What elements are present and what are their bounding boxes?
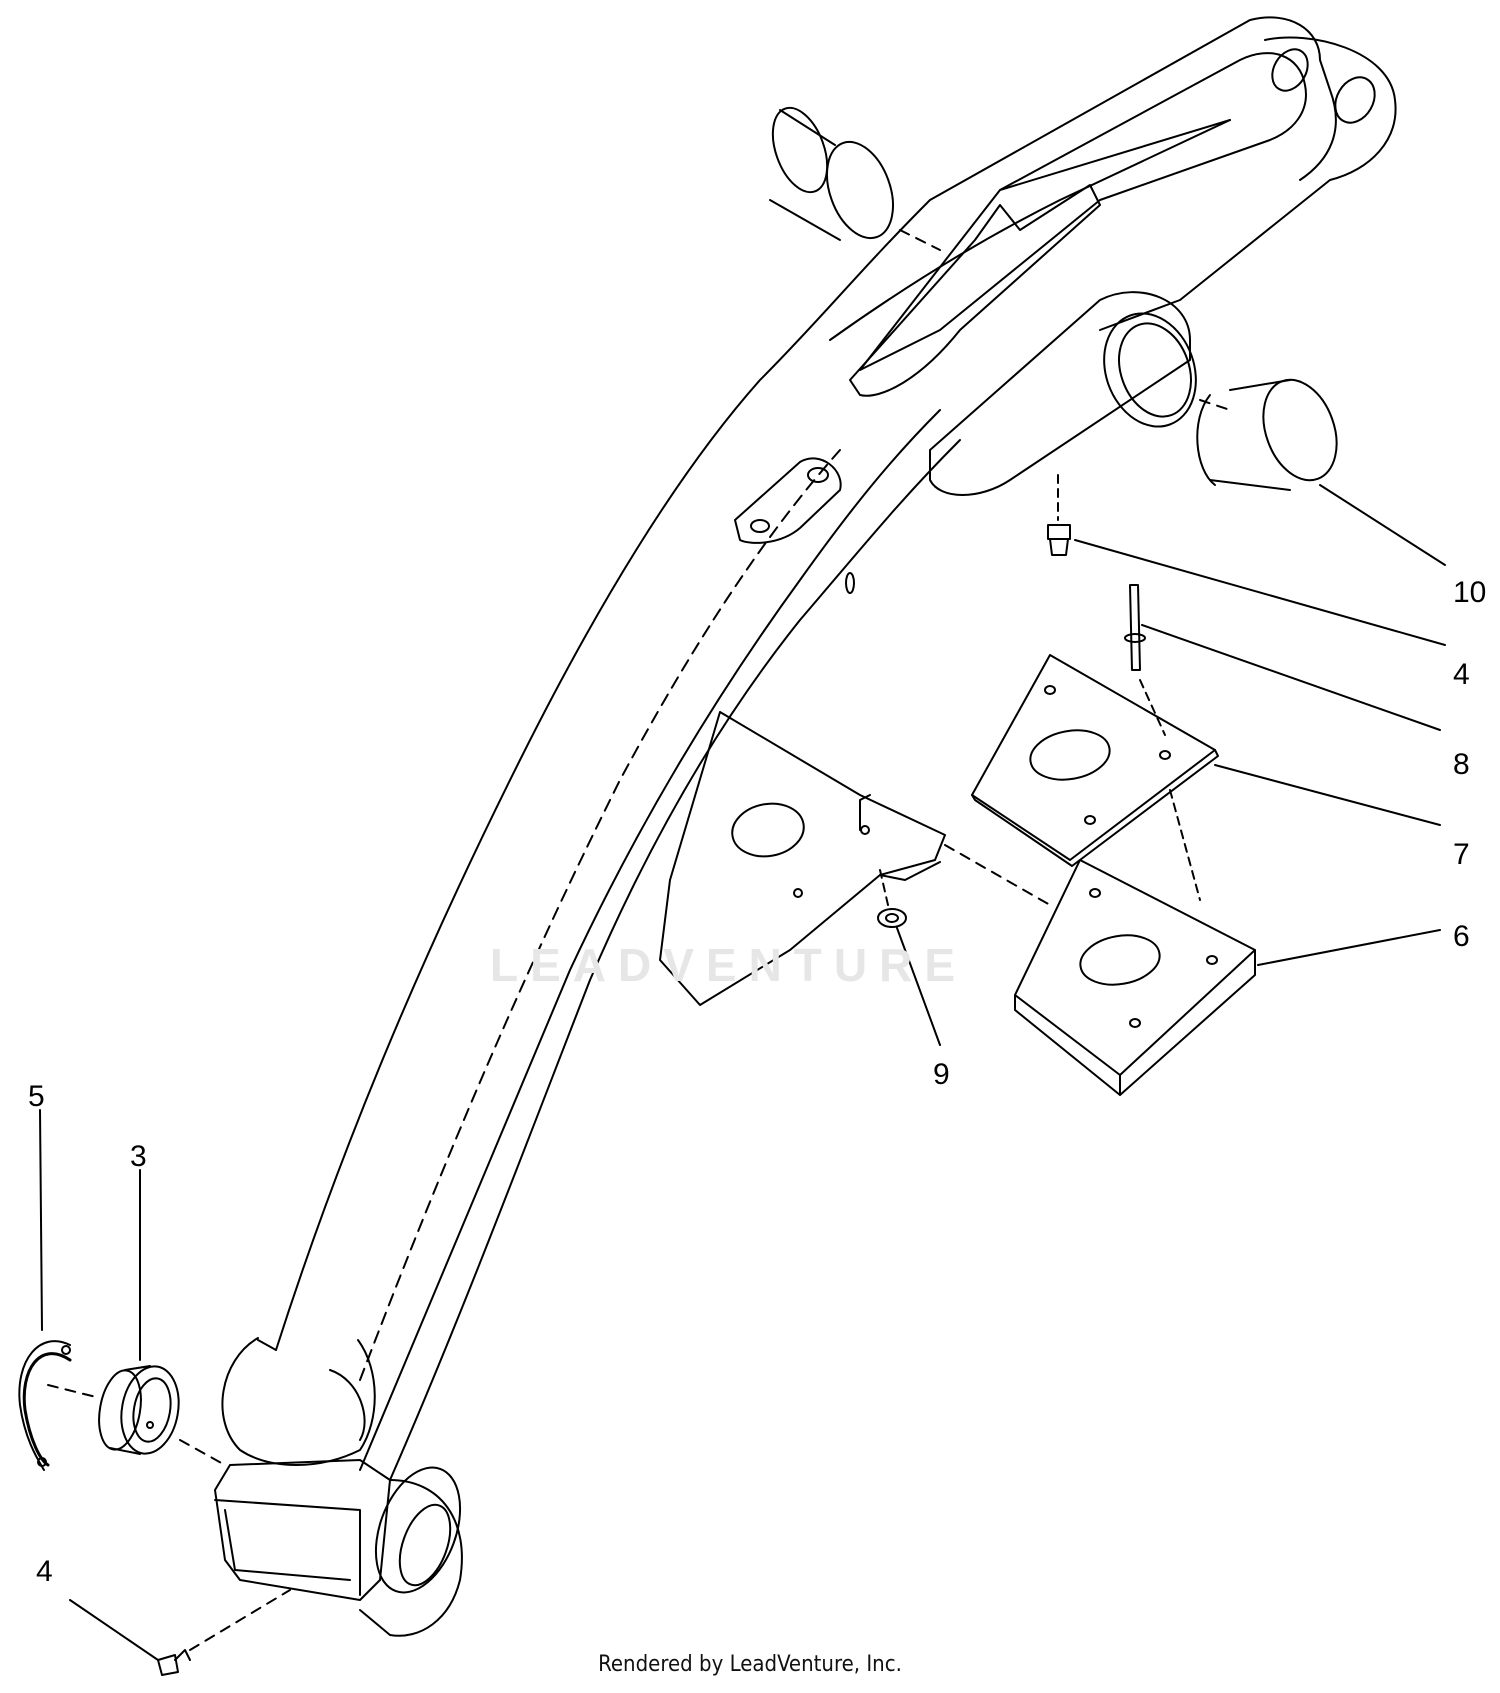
- leader-4a: [1074, 539, 1446, 646]
- callout-8: 8: [1453, 748, 1470, 781]
- grease-fitting-upper: [1047, 474, 1071, 556]
- bushing-right: [1196, 378, 1338, 491]
- plate-6: [1014, 859, 1256, 1096]
- leader-9: [896, 927, 941, 1046]
- leader-4b: [69, 1599, 159, 1661]
- bushing-upper-left: [769, 106, 941, 251]
- callout-10: 10: [1453, 576, 1487, 609]
- bearing: [47, 1365, 226, 1466]
- render-credit: Rendered by LeadVenture, Inc.: [598, 1652, 902, 1677]
- leader-10: [1319, 484, 1446, 566]
- grease-fitting-lower: [157, 1589, 291, 1676]
- bushing-front-hole: [1103, 312, 1197, 428]
- mount-bracket: [659, 711, 1051, 1006]
- callout-9: 9: [933, 1058, 950, 1091]
- washer-9: [877, 869, 907, 928]
- leader-6: [1257, 929, 1441, 966]
- watermark-text: LEADVENTURE: [490, 939, 968, 991]
- leader-5: [39, 1109, 43, 1331]
- pin: [1124, 584, 1166, 736]
- callout-4-lower: 4: [36, 1555, 53, 1588]
- leader-lines: [39, 484, 1446, 1661]
- callout-5: 5: [28, 1080, 45, 1113]
- retaining-ring: [18, 1340, 72, 1471]
- plate-7: [971, 654, 1219, 901]
- leader-8: [1141, 624, 1441, 731]
- callout-3: 3: [130, 1140, 147, 1173]
- callout-6: 6: [1453, 920, 1470, 953]
- callout-4-upper: 4: [1453, 658, 1470, 691]
- leader-7: [1214, 764, 1441, 826]
- callout-7: 7: [1453, 838, 1470, 871]
- lift-arm: [214, 16, 1397, 1637]
